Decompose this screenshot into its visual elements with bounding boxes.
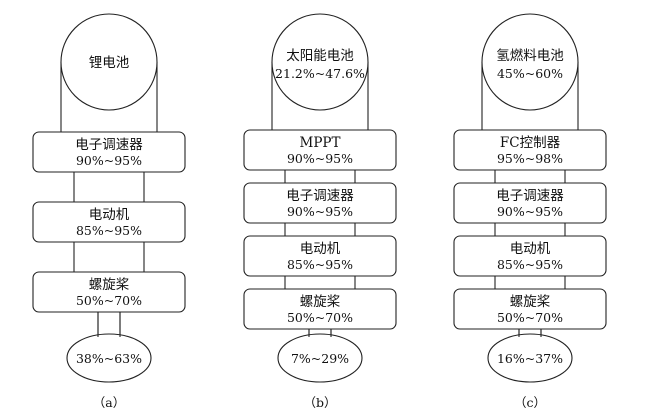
stage-name: 电子调速器 <box>496 188 564 204</box>
stage-efficiency: 90%~95% <box>76 153 142 168</box>
total-efficiency-ellipse <box>66 333 152 383</box>
stage-name: 电子调速器 <box>286 188 354 204</box>
stage-efficiency: 50%~70% <box>287 310 353 325</box>
stage-name: 螺旋桨 <box>510 293 551 310</box>
total-efficiency: 38%~63% <box>76 351 142 366</box>
stage-efficiency: 85%~95% <box>497 257 563 272</box>
subfigure-caption: （c） <box>514 395 546 410</box>
power-source-name: 锂电池 <box>89 55 130 71</box>
stage-frame <box>243 129 397 171</box>
power-source-circle <box>271 13 369 111</box>
stage-name: 电动机 <box>89 207 130 223</box>
total-efficiency: 16%~37% <box>497 351 563 366</box>
stage-frame <box>453 182 607 224</box>
stage-efficiency: 85%~95% <box>76 223 142 238</box>
power-source-name: 太阳能电池 <box>286 48 354 64</box>
power-source-name: 氢燃料电池 <box>496 47 564 64</box>
stage-frame <box>243 182 397 224</box>
stage-name: MPPT <box>300 135 341 151</box>
total-efficiency: 7%~29% <box>291 351 349 366</box>
stage-name: 电动机 <box>300 241 341 257</box>
stage-efficiency: 50%~70% <box>76 293 142 308</box>
stage-frame <box>32 201 186 243</box>
stage-efficiency: 50%~70% <box>497 310 563 325</box>
stage-frame <box>453 288 607 330</box>
stage-name: FC控制器 <box>500 135 561 151</box>
stage-efficiency: 85%~95% <box>287 257 353 272</box>
stage-name: 电动机 <box>510 241 551 257</box>
stage-efficiency: 90%~95% <box>287 151 353 166</box>
stage-name: 螺旋桨 <box>89 276 130 293</box>
stage-efficiency: 90%~95% <box>287 204 353 219</box>
stage-efficiency: 90%~95% <box>497 204 563 219</box>
subfigure-caption: （b） <box>303 395 336 410</box>
stage-frame <box>453 129 607 171</box>
chain-column-2: 太阳能电池21.2%~47.6%MPPT90%~95%电子调速器90%~95%电… <box>243 13 397 410</box>
stage-name: 螺旋桨 <box>300 293 341 310</box>
power-source-efficiency: 45%~60% <box>497 66 563 81</box>
total-efficiency-ellipse <box>277 333 363 383</box>
power-source-efficiency: 21.2%~47.6% <box>275 66 365 81</box>
power-source-circle <box>481 13 579 111</box>
stage-frame <box>243 235 397 277</box>
subfigure-caption: （a） <box>93 395 125 410</box>
stage-frame <box>32 131 186 173</box>
stage-frame <box>453 235 607 277</box>
power-source-circle <box>60 13 158 111</box>
stage-efficiency: 95%~98% <box>497 151 563 166</box>
stage-frame <box>32 271 186 313</box>
stage-name: 电子调速器 <box>75 137 143 153</box>
total-efficiency-ellipse <box>487 333 573 383</box>
stage-frame <box>243 288 397 330</box>
